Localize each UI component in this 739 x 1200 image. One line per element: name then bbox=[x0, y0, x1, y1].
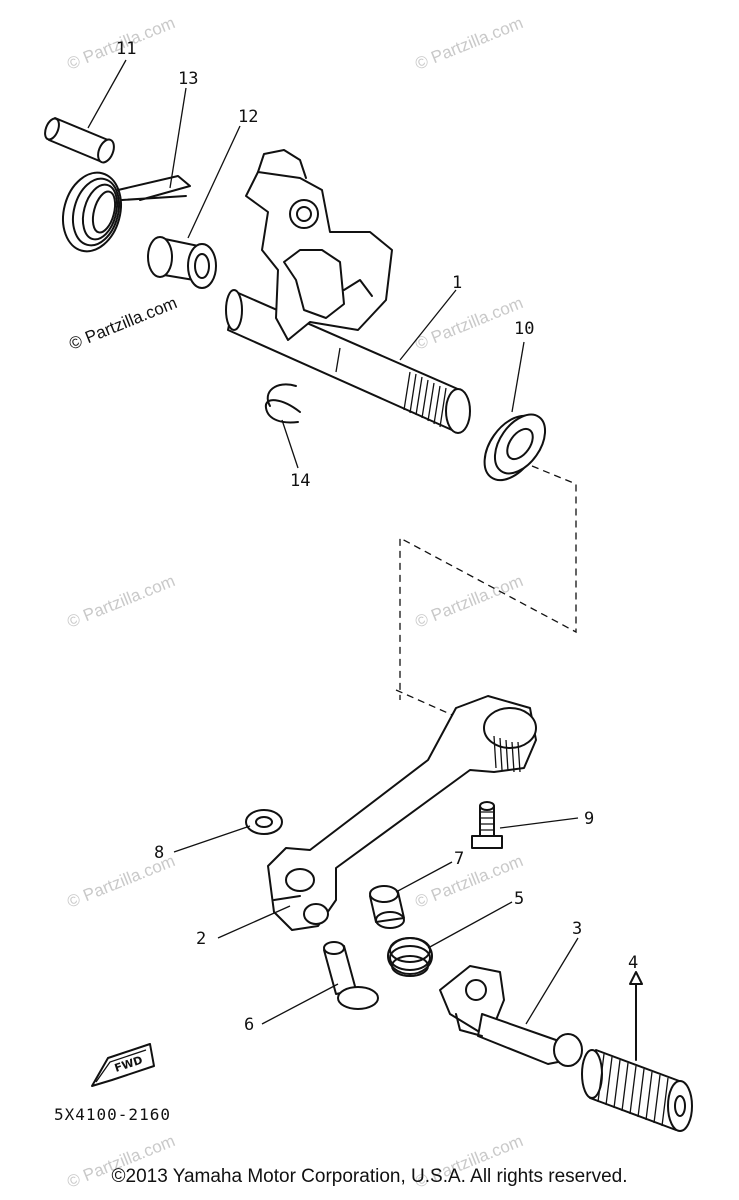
callout-6[interactable]: 6 bbox=[244, 1015, 254, 1035]
watermark: © Partzilla.com bbox=[412, 851, 525, 912]
callout-labels: 11 13 12 1 10 14 9 8 7 5 3 2 4 6 bbox=[116, 39, 638, 1035]
part-3-shift-arm[interactable] bbox=[439, 965, 583, 1067]
callout-5[interactable]: 5 bbox=[514, 889, 524, 909]
callout-4[interactable]: 4 bbox=[628, 953, 638, 973]
part-9-bolt[interactable] bbox=[471, 801, 503, 849]
part-5-spring[interactable] bbox=[387, 937, 433, 977]
watermark: © Partzilla.com bbox=[412, 13, 525, 74]
callout-11[interactable]: 11 bbox=[116, 39, 136, 59]
part-4-rubber[interactable] bbox=[581, 1049, 693, 1132]
callout-3[interactable]: 3 bbox=[572, 919, 582, 939]
part-12-collar[interactable] bbox=[147, 236, 217, 289]
callout-14[interactable]: 14 bbox=[290, 471, 310, 491]
watermark: © Partzilla.com bbox=[412, 571, 525, 632]
copyright-notice: ©2013 Yamaha Motor Corporation, U.S.A. A… bbox=[111, 1166, 628, 1187]
part-7-bushing[interactable] bbox=[369, 885, 405, 929]
callout-8[interactable]: 8 bbox=[154, 843, 164, 863]
callout-1[interactable]: 1 bbox=[452, 273, 462, 293]
part-1-shift-shaft[interactable] bbox=[225, 149, 471, 434]
callout-12[interactable]: 12 bbox=[238, 107, 258, 127]
part-6-pin[interactable] bbox=[323, 941, 379, 1010]
fwd-arrow-icon: FWD bbox=[91, 1043, 155, 1087]
leader-lines bbox=[87, 59, 643, 1061]
part-10-oil-seal[interactable] bbox=[473, 405, 555, 490]
callout-9[interactable]: 9 bbox=[584, 809, 594, 829]
part-2-shift-pedal[interactable] bbox=[267, 695, 537, 931]
callout-13[interactable]: 13 bbox=[178, 69, 198, 89]
watermark: © Partzilla.com bbox=[66, 293, 179, 354]
callout-2[interactable]: 2 bbox=[196, 929, 206, 949]
watermark: © Partzilla.com bbox=[64, 571, 177, 632]
callout-10[interactable]: 10 bbox=[514, 319, 534, 339]
part-8-washer[interactable] bbox=[245, 809, 283, 835]
callout-7[interactable]: 7 bbox=[454, 849, 464, 869]
part-11-pin[interactable] bbox=[42, 117, 117, 165]
part-14-circlip[interactable] bbox=[264, 383, 301, 424]
part-13-spring[interactable] bbox=[55, 166, 191, 258]
diagram-code: 5X4100-2160 bbox=[54, 1105, 171, 1124]
